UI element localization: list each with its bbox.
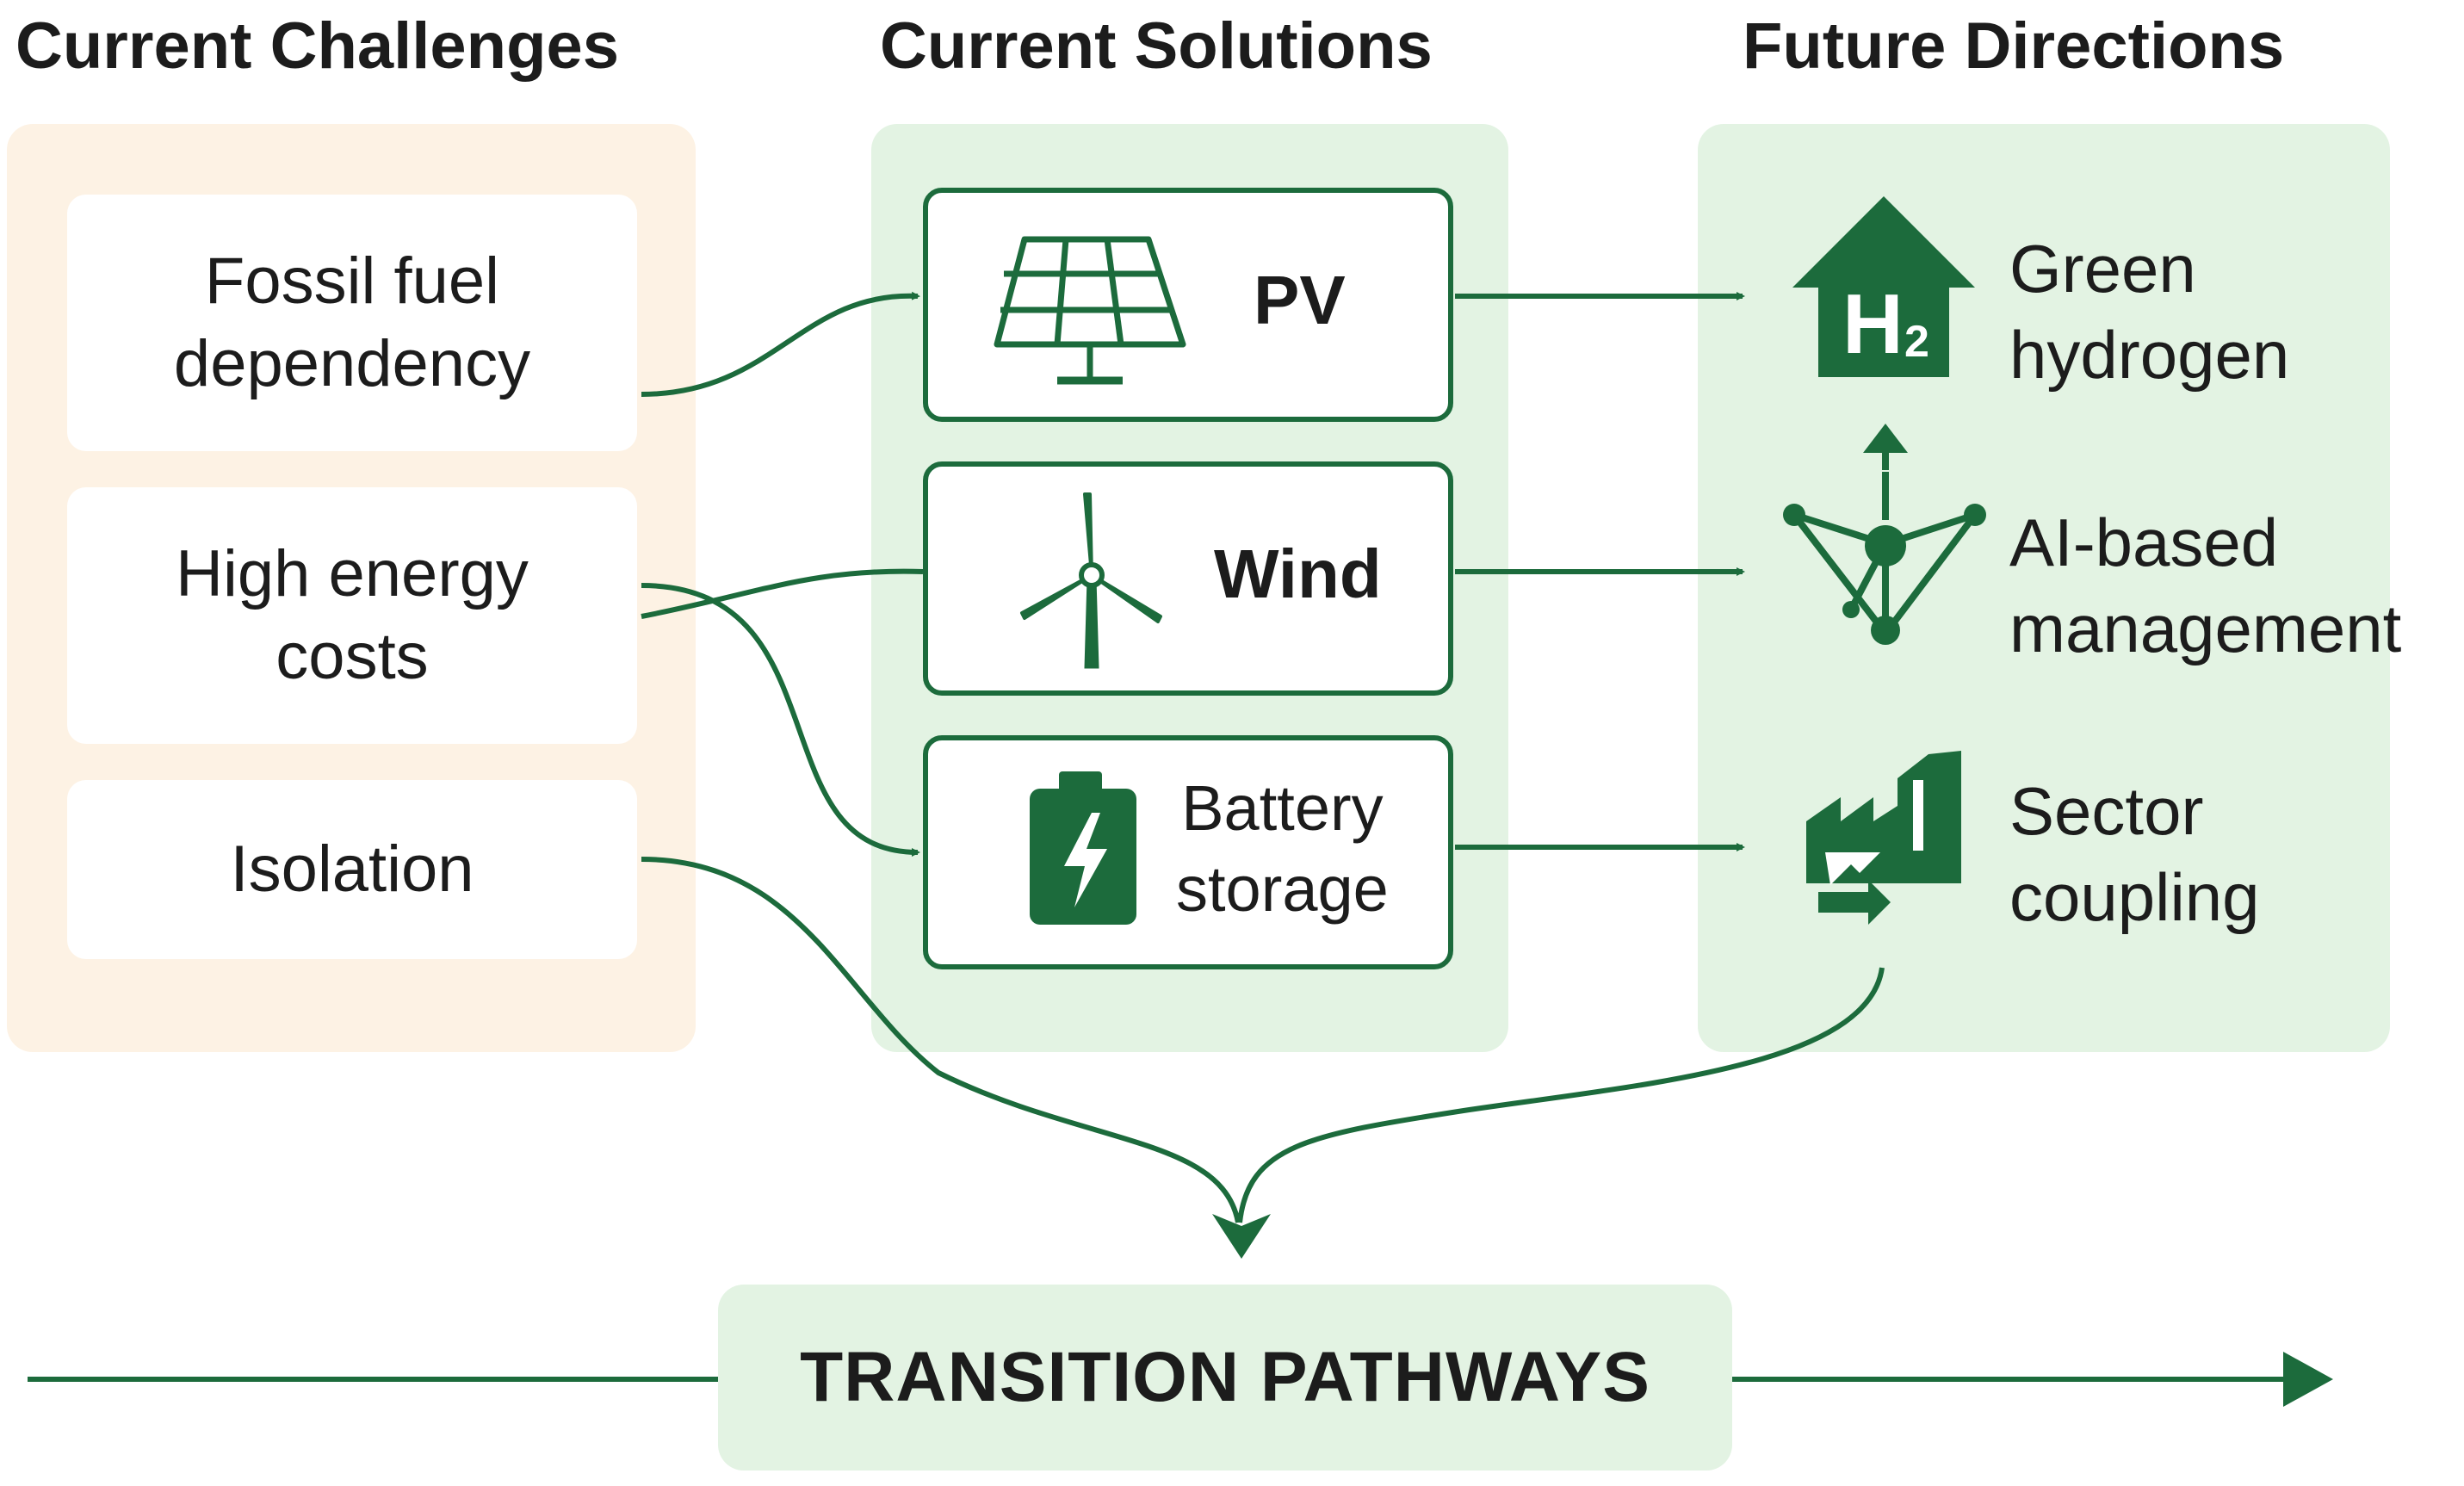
future-label-sector: Sector coupling [2009,773,2260,935]
challenge-label: Isolation [230,833,474,906]
challenges-title: Current Challenges [15,9,620,83]
solution-label-pv: PV [1254,262,1346,338]
challenge-card-energy-costs: High energy costs [67,487,637,744]
hydrogen-icon-subscript: 2 [1904,317,1929,367]
solution-box-wind [923,461,1453,696]
challenge-card-isolation: Isolation [67,780,637,959]
sector-coupling-icon [1806,751,1961,925]
transition-label: TRANSITION PATHWAYS [800,1338,1650,1416]
hydrogen-icon-letter: H [1842,276,1904,371]
challenge-label: High energy costs [176,537,529,693]
challenge-label: Fossil fuel dependency [173,245,531,400]
wind-turbine-icon [1020,492,1162,669]
network-node-icon [1783,472,1986,645]
transition-pathways-box: TRANSITION PATHWAYS [718,1285,1732,1471]
battery-icon [1030,771,1136,925]
merge-arrowhead [1212,1214,1271,1259]
solution-label-wind: Wind [1214,536,1382,612]
solutions-title: Current Solutions [880,9,1433,83]
connector-lines [641,291,1885,1223]
future-title: Future Directions [1743,9,2285,83]
future-label-ai: AI-based management [2009,505,2402,666]
up-arrow-icon [1863,424,1908,470]
solution-label-battery: Battery storage [1176,772,1389,925]
solution-box-pv [923,188,1453,422]
timeline-arrowhead [2283,1352,2333,1407]
future-label-hydrogen: Green hydrogen [2009,231,2290,393]
solution-box-battery [923,735,1453,969]
solar-panel-icon [994,236,1186,385]
challenge-card-fossil-fuel: Fossil fuel dependency [67,195,637,451]
hydrogen-house-icon: H 2 [1792,196,1975,377]
